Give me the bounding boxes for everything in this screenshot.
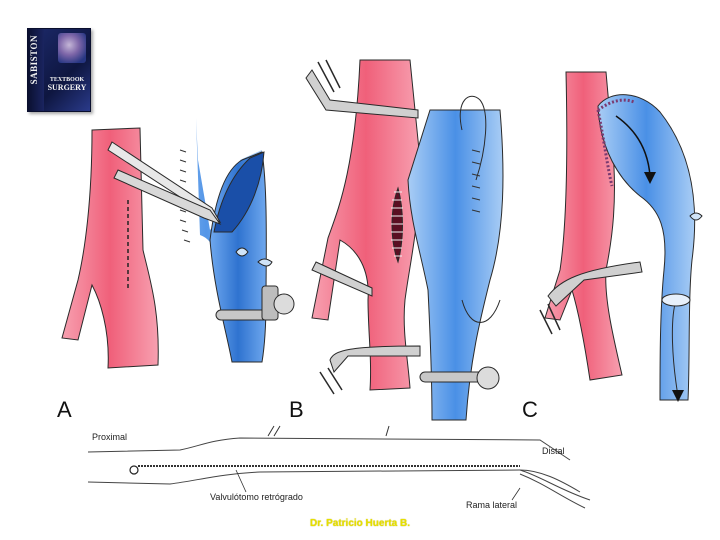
- schematic-side-branch: [519, 469, 591, 509]
- flow-arrow-head-icon: [672, 390, 684, 402]
- panel-label-c: C: [522, 397, 538, 422]
- schematic-vessel-bottom: [87, 469, 581, 493]
- ligature-clip-icon: [689, 212, 703, 221]
- vascular-clamp-icon: [539, 261, 643, 335]
- panel-b-suture-line: [391, 191, 403, 257]
- schematic-valvulotome-tip: [129, 465, 139, 475]
- book-spine: SABISTON: [28, 29, 44, 111]
- schematic-leader-branch: [511, 487, 521, 501]
- book-title-line1: TEXTBOOK: [49, 77, 85, 83]
- label-side-branch: Rama lateral: [466, 500, 518, 510]
- panel-c-vein-graft: [597, 94, 696, 401]
- book-cover-icon: SABISTON TEXTBOOK SURGERY: [27, 28, 91, 112]
- panel-c: [539, 71, 703, 402]
- panel-c-artery: [544, 71, 623, 381]
- label-distal: Distal: [542, 446, 565, 456]
- forceps-icon: [107, 141, 222, 226]
- vascular-clamp-icon: [215, 285, 295, 321]
- vascular-clamp-icon: [311, 261, 373, 297]
- schematic-vessel-top: [87, 437, 571, 461]
- vascular-clamp-icon: [305, 59, 419, 119]
- ligature-clip-icon: [235, 247, 273, 267]
- book-cover-title: TEXTBOOK SURGERY: [46, 77, 88, 92]
- panel-a-vein-flap: [213, 151, 265, 233]
- panel-label-a: A: [57, 397, 72, 422]
- valvulotome-schematic: [87, 425, 591, 509]
- vascular-clamp-icon: [419, 366, 500, 390]
- panel-c-flow-arrow: [615, 115, 651, 177]
- author-credit: Dr. Patricio Huerta B.: [309, 518, 411, 529]
- flow-arrow-head-icon: [644, 172, 656, 184]
- schematic-leader-valvulotome: [235, 469, 247, 493]
- panel-c-valvulotome: [671, 299, 679, 397]
- panel-a: [61, 118, 295, 369]
- schematic-tick-marks: [267, 425, 390, 437]
- panel-b-stitches: [471, 149, 481, 213]
- panel-b-artery: [311, 59, 421, 391]
- panel-c-anastomosis: [596, 98, 635, 187]
- panel-b-arteriotomy: [391, 186, 403, 264]
- label-proximal: Proximal: [92, 432, 128, 442]
- panel-c-valve: [661, 293, 691, 307]
- label-valvulotome: Valvulótomo retrógrado: [210, 492, 303, 502]
- panel-b-vein-loop: [459, 95, 487, 181]
- book-cover-art: [58, 33, 86, 63]
- panel-a-artery: [61, 127, 159, 369]
- panel-label-b: B: [289, 397, 304, 422]
- panel-b: [305, 59, 504, 421]
- panel-b-thread: [461, 299, 501, 323]
- vascular-clamp-icon: [319, 345, 421, 395]
- book-title-line2: SURGERY: [47, 83, 87, 92]
